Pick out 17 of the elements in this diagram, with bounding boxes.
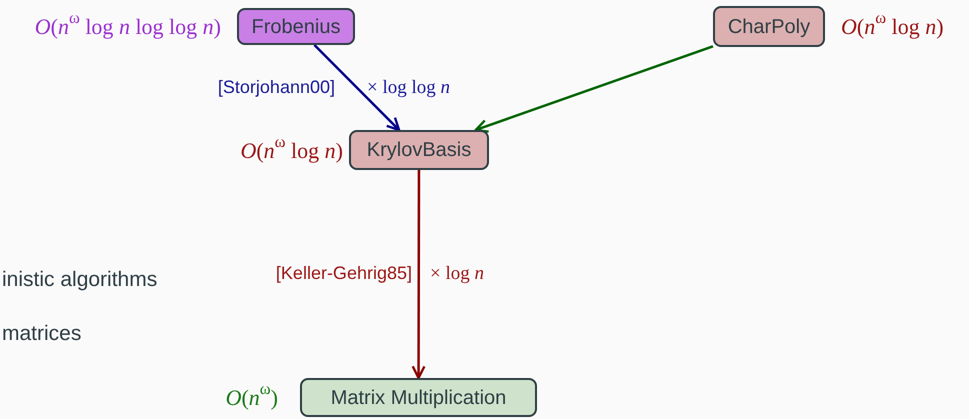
edge-label: [Keller-Gehrig85] [276, 262, 412, 285]
process-box: CharPoly [713, 6, 825, 47]
text-label: inistic algorithms [2, 267, 158, 293]
text-label: × log log n [367, 76, 450, 100]
arrow [474, 45, 714, 133]
process-box: Frobenius [237, 8, 355, 45]
text-label: matrices [2, 321, 82, 347]
complexity-label: O(n$^{ω}$) [226, 378, 278, 412]
arrow [412, 170, 426, 380]
text-label: × log n [430, 262, 484, 286]
process-box: KrylovBasis [349, 130, 489, 170]
complexity-label: O(n$^{ω}$ log n) [841, 7, 944, 41]
process-box: Matrix Multiplication [300, 378, 537, 417]
complexity-label: O(n$^{ω}$ log n) [240, 130, 343, 165]
complexity-label: O(n$^{ω}$ log n log log n) [34, 8, 221, 41]
edge-label: [Storjohann00] [218, 76, 335, 99]
arrow [314, 44, 400, 132]
